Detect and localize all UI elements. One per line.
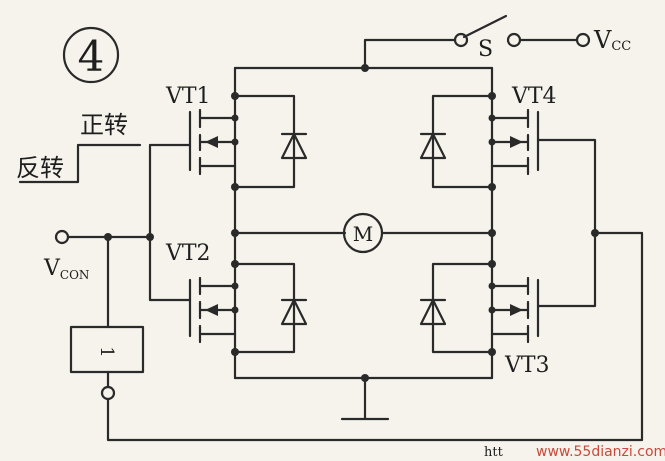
inverter-label: 1 — [96, 346, 117, 357]
right-gate-wire — [536, 138, 597, 308]
vcon-terminal — [54, 229, 70, 245]
supply-section: S VCC — [233, 14, 631, 72]
vt1-label: VT1 — [165, 84, 211, 109]
vcon-main: V — [43, 256, 61, 281]
transistor-vt2: VT2 — [165, 241, 308, 354]
vt1-diode-loop — [233, 94, 296, 189]
step-badge-circle — [62, 26, 120, 84]
step-badge: 4 — [62, 26, 120, 84]
switch-label: S — [478, 37, 493, 62]
junction-left-gate — [146, 233, 154, 241]
vt2-diode-loop — [233, 262, 296, 354]
vt2-dot-b — [231, 306, 239, 314]
step-number: 4 — [78, 32, 105, 81]
vcc-sub: CC — [611, 39, 631, 54]
vt2-arrow — [205, 304, 218, 316]
ground-section — [233, 374, 494, 421]
vt2-dot-a — [231, 282, 239, 290]
vt4-dot-a — [488, 114, 496, 122]
vt3-label: VT3 — [504, 353, 550, 378]
forward-label: 正转 — [80, 111, 128, 139]
switch-terminal-left — [453, 32, 469, 48]
inverter-output-bubble — [100, 385, 116, 401]
control-section: VCON 1 — [43, 143, 192, 401]
vcc-label: VCC — [593, 26, 631, 54]
vcc-main: V — [593, 26, 612, 54]
switch-terminal-right — [506, 32, 522, 48]
vt4-label: VT4 — [511, 84, 557, 109]
vt4-diode-body — [419, 132, 447, 160]
junction-bottom — [361, 374, 369, 382]
vt2-label: VT2 — [165, 241, 211, 266]
vt1-dot-a — [231, 114, 239, 122]
motor: M — [233, 212, 494, 254]
left-gate-wire — [148, 143, 192, 302]
transistor-vt1: VT1 — [165, 84, 308, 189]
vt3-dot-b — [488, 306, 496, 314]
vt3-diode-body — [419, 298, 447, 326]
vt3-dot-a — [488, 282, 496, 290]
vt1-diode-body — [280, 132, 308, 160]
watermark: htt www.55dianzi.com — [484, 444, 665, 460]
vcc-terminal — [575, 32, 591, 48]
transistor-vt4: VT4 — [419, 84, 557, 189]
direction-step-line — [18, 143, 142, 184]
watermark-prefix: htt — [484, 445, 504, 460]
reverse-label: 反转 — [16, 154, 64, 182]
junction-right-gate — [591, 229, 599, 237]
vt2-diode-body — [280, 298, 308, 326]
transistor-vt3: VT3 — [419, 262, 550, 378]
right-gate-bus — [106, 138, 644, 442]
junction-top — [361, 64, 369, 72]
motor-label: M — [353, 222, 373, 246]
switch-blade — [462, 14, 508, 39]
vt1-dot-b — [231, 138, 239, 146]
vcon-label: VCON — [43, 256, 89, 282]
direction-waveform: 正转 反转 — [16, 111, 142, 184]
vcon-sub: CON — [60, 268, 90, 282]
vt1-arrow — [205, 136, 218, 148]
vt4-arrow — [510, 136, 523, 148]
watermark-site: www.55dianzi.com — [536, 444, 665, 460]
switch-feed-wire — [363, 38, 457, 70]
vt3-diode-loop — [431, 262, 494, 354]
vt4-dot-b — [488, 138, 496, 146]
feedback-wire — [106, 231, 644, 442]
vt3-arrow — [510, 304, 523, 316]
vt4-diode-loop — [431, 94, 494, 189]
